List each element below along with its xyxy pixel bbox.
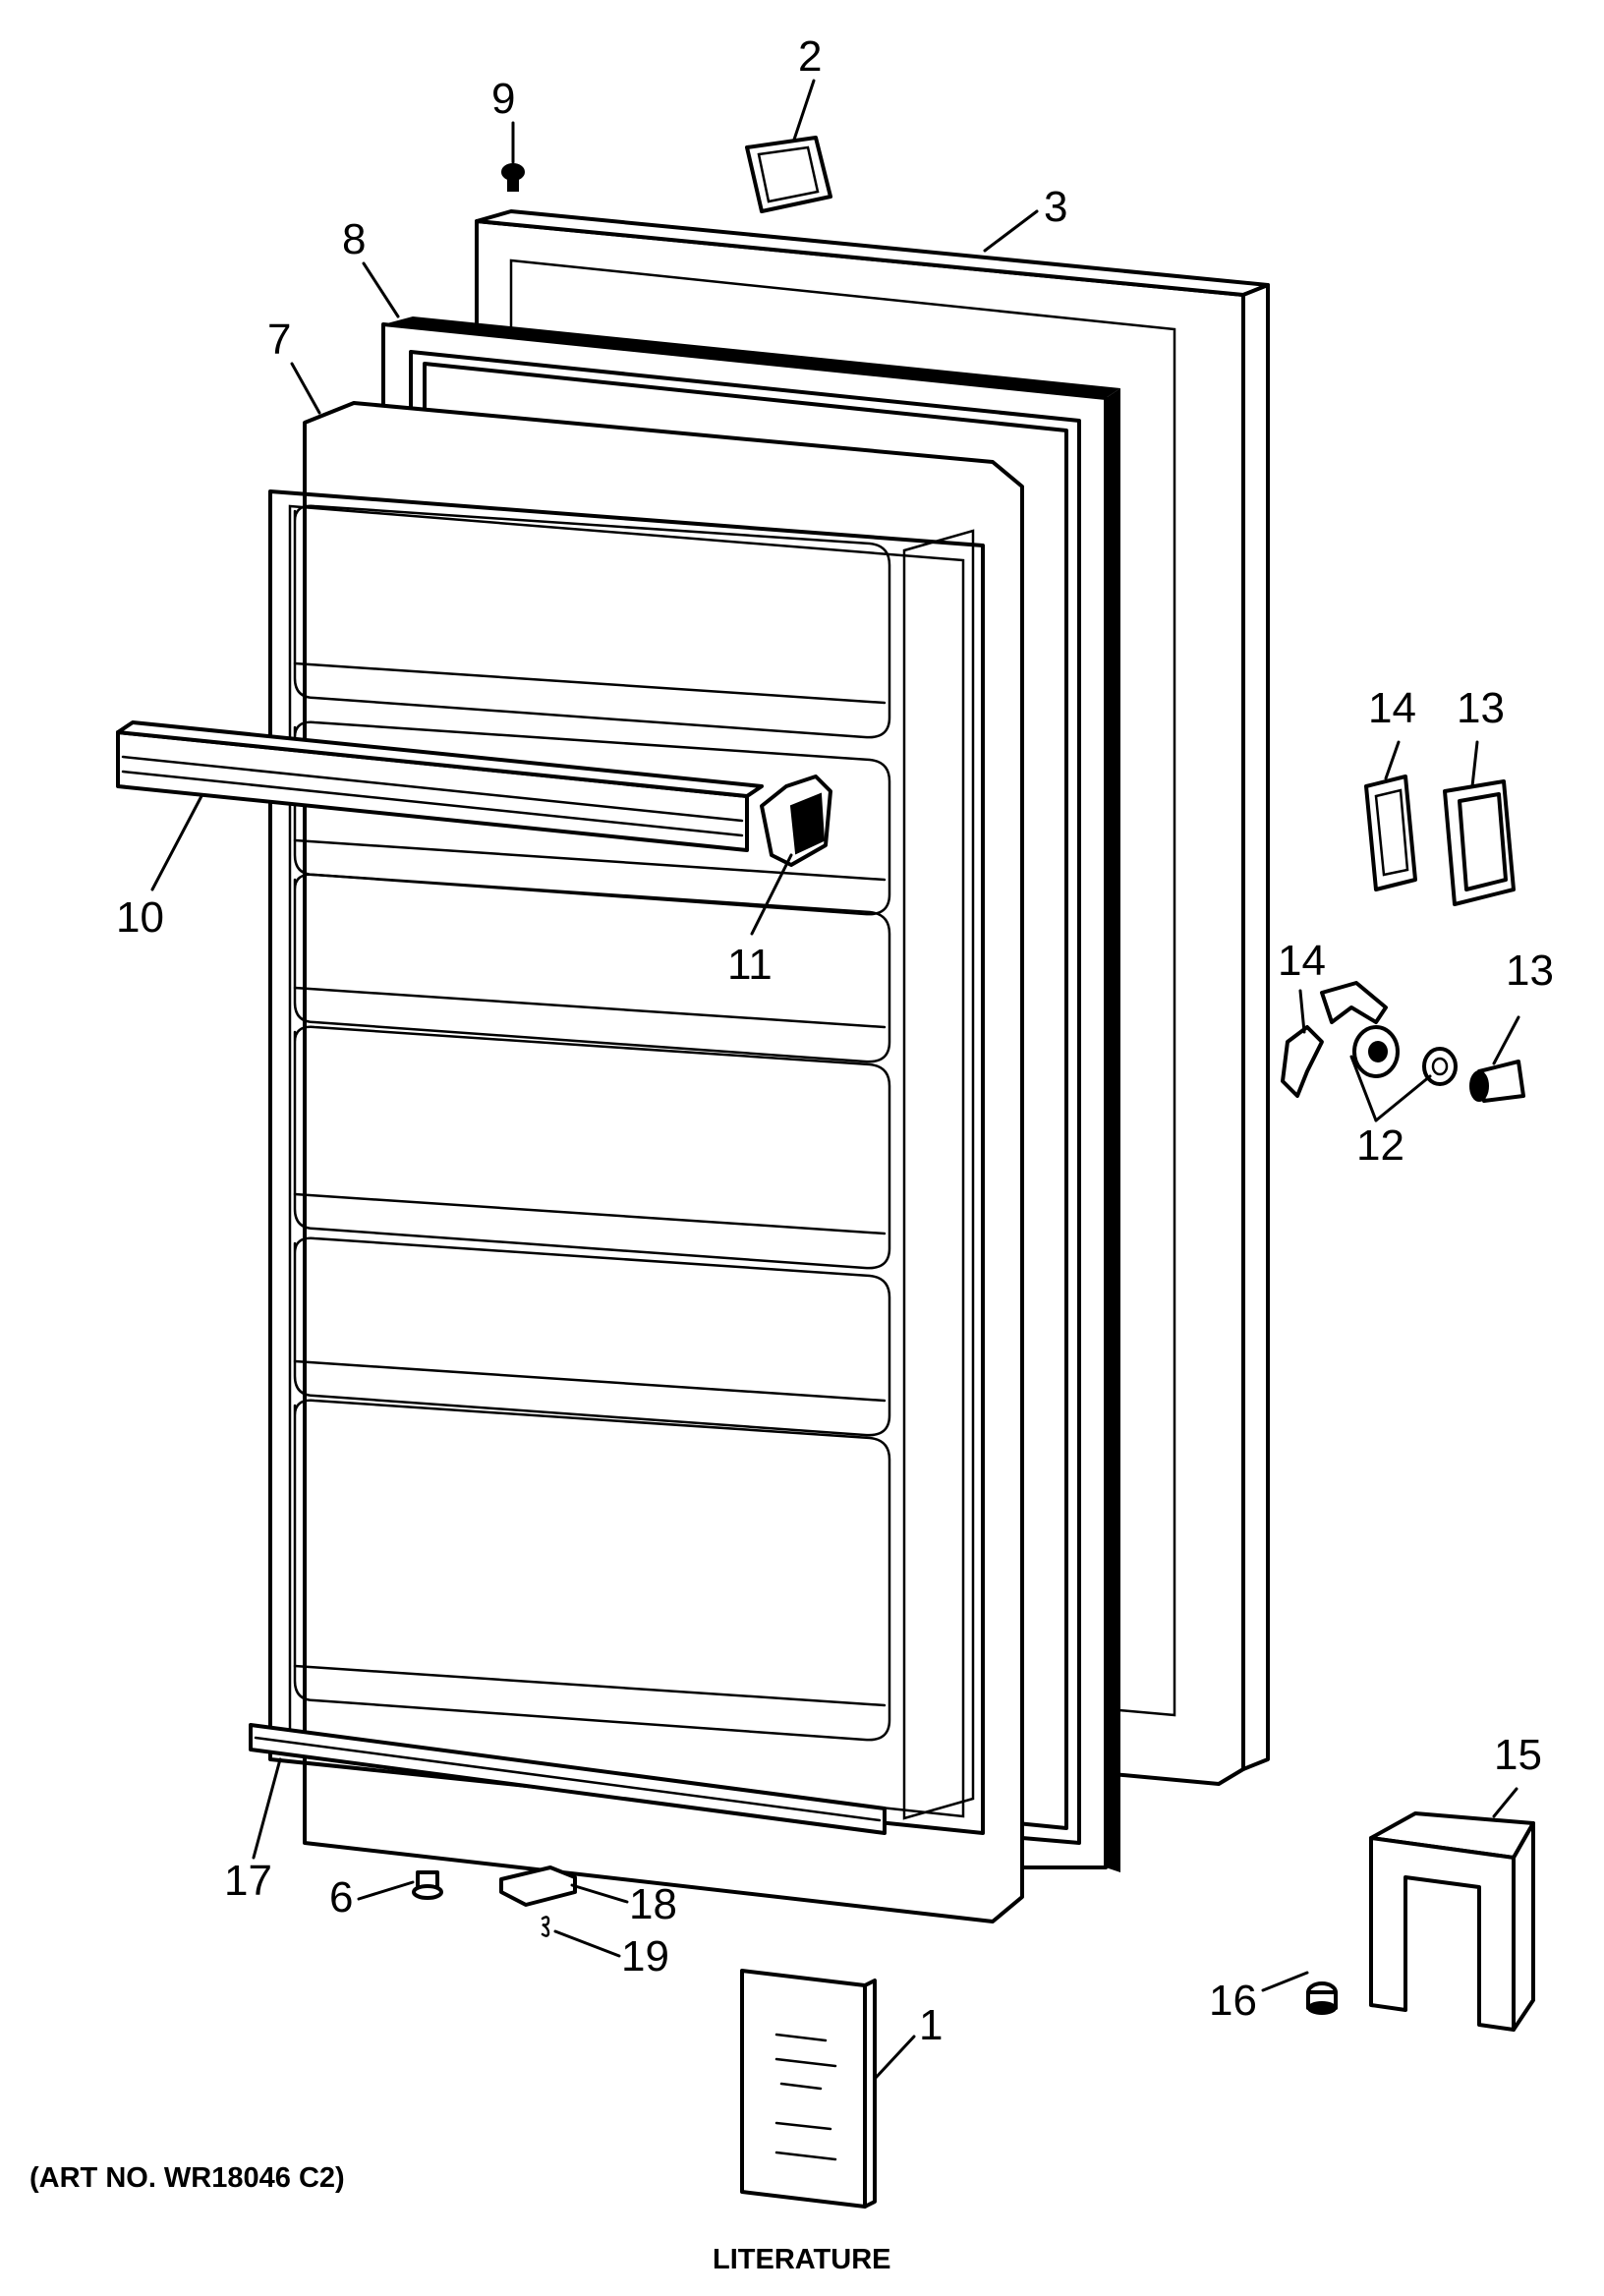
art-number: (ART NO. WR18046 C2) — [29, 2162, 345, 2194]
liner-shelves — [293, 504, 891, 1742]
leader-lines — [150, 79, 1520, 2081]
shelf-frame — [293, 873, 891, 1063]
shelf-ledge — [293, 1664, 887, 1707]
callout-15: 15 — [1494, 1731, 1542, 1779]
callout-7: 7 — [267, 316, 291, 364]
handle-cup-top — [1443, 779, 1516, 906]
latch-assembly — [1281, 981, 1458, 1098]
door-liner — [268, 401, 1024, 1923]
plug-part — [1469, 1060, 1525, 1103]
callout-8: 8 — [342, 215, 366, 263]
callout-13-right: 13 — [1506, 947, 1554, 995]
shelf-ledge — [293, 1359, 887, 1403]
callout-14-mid: 14 — [1278, 937, 1326, 985]
shelf-frame — [293, 1236, 891, 1437]
stud-part — [412, 1870, 443, 1900]
literature-label: LITERATURE — [713, 2244, 891, 2275]
literature-booklet — [740, 1969, 877, 2209]
callout-13-top: 13 — [1457, 684, 1505, 732]
callout-16: 16 — [1209, 1977, 1257, 2025]
block-part — [1369, 1811, 1535, 2032]
shelf-ledge — [293, 661, 887, 705]
callout-17: 17 — [224, 1857, 272, 1905]
callout-14-top: 14 — [1368, 684, 1416, 732]
shelf-ledge — [293, 838, 887, 882]
callout-2: 2 — [798, 32, 822, 81]
callout-12: 12 — [1356, 1121, 1404, 1170]
foot-part — [1306, 1981, 1338, 2015]
shelf-frame — [293, 1025, 891, 1270]
spring-part — [541, 1916, 550, 1937]
callout-9: 9 — [491, 75, 515, 123]
callout-18: 18 — [629, 1880, 677, 1928]
callout-19: 19 — [621, 1932, 669, 1980]
callout-10: 10 — [116, 893, 164, 942]
callout-1: 1 — [919, 2001, 943, 2049]
shelf-ledge — [293, 986, 887, 1029]
callout-labels: 2 9 3 8 7 10 11 14 13 14 13 12 15 17 6 1… — [116, 32, 1554, 2049]
bracket-part — [499, 1866, 577, 1907]
callout-11: 11 — [727, 941, 773, 989]
shelf-frame — [293, 504, 891, 739]
shelf-frame — [293, 720, 891, 916]
bar-end-cap — [760, 775, 832, 867]
door-shelf-bar — [116, 720, 764, 852]
screw-part — [501, 163, 525, 192]
callout-3: 3 — [1044, 183, 1067, 231]
shelf-ledge — [293, 1192, 887, 1235]
pad-part — [745, 136, 832, 213]
small-gasket-top — [1364, 775, 1417, 891]
shelf-frame — [293, 1399, 891, 1742]
callout-6: 6 — [329, 1873, 353, 1922]
bottom-bar — [249, 1723, 887, 1835]
